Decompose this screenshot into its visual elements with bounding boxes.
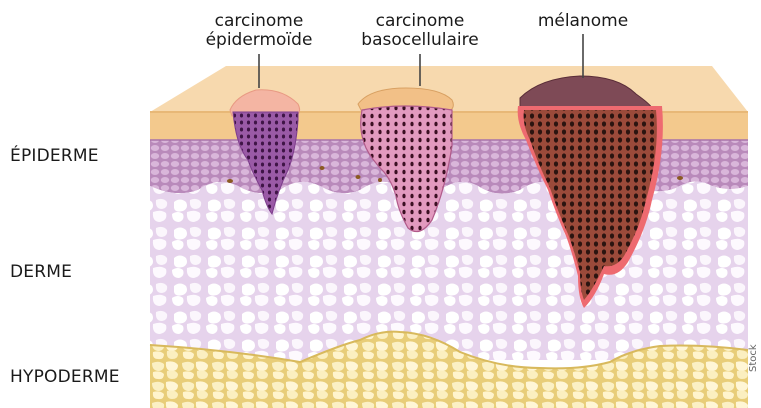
- label-hypoderme: HYPODERME: [10, 367, 120, 387]
- label-melanome: mélanome: [523, 12, 643, 31]
- label-carcinome-basocellulaire: carcinome basocellulaire: [340, 12, 500, 50]
- image-credit: Stock: [748, 344, 759, 372]
- label-carcinome-epidermoide-line2: épidermoïde: [189, 31, 329, 50]
- dermis-layer: [150, 181, 748, 360]
- label-carcinome-basocellulaire-line1: carcinome: [340, 12, 500, 31]
- label-carcinome-epidermoide-line1: carcinome: [189, 12, 329, 31]
- label-epiderme: ÉPIDERME: [10, 146, 99, 166]
- label-derme: DERME: [10, 262, 72, 282]
- label-melanome-text: mélanome: [523, 12, 643, 31]
- label-carcinome-basocellulaire-line2: basocellulaire: [340, 31, 500, 50]
- label-carcinome-epidermoide: carcinome épidermoïde: [189, 12, 329, 50]
